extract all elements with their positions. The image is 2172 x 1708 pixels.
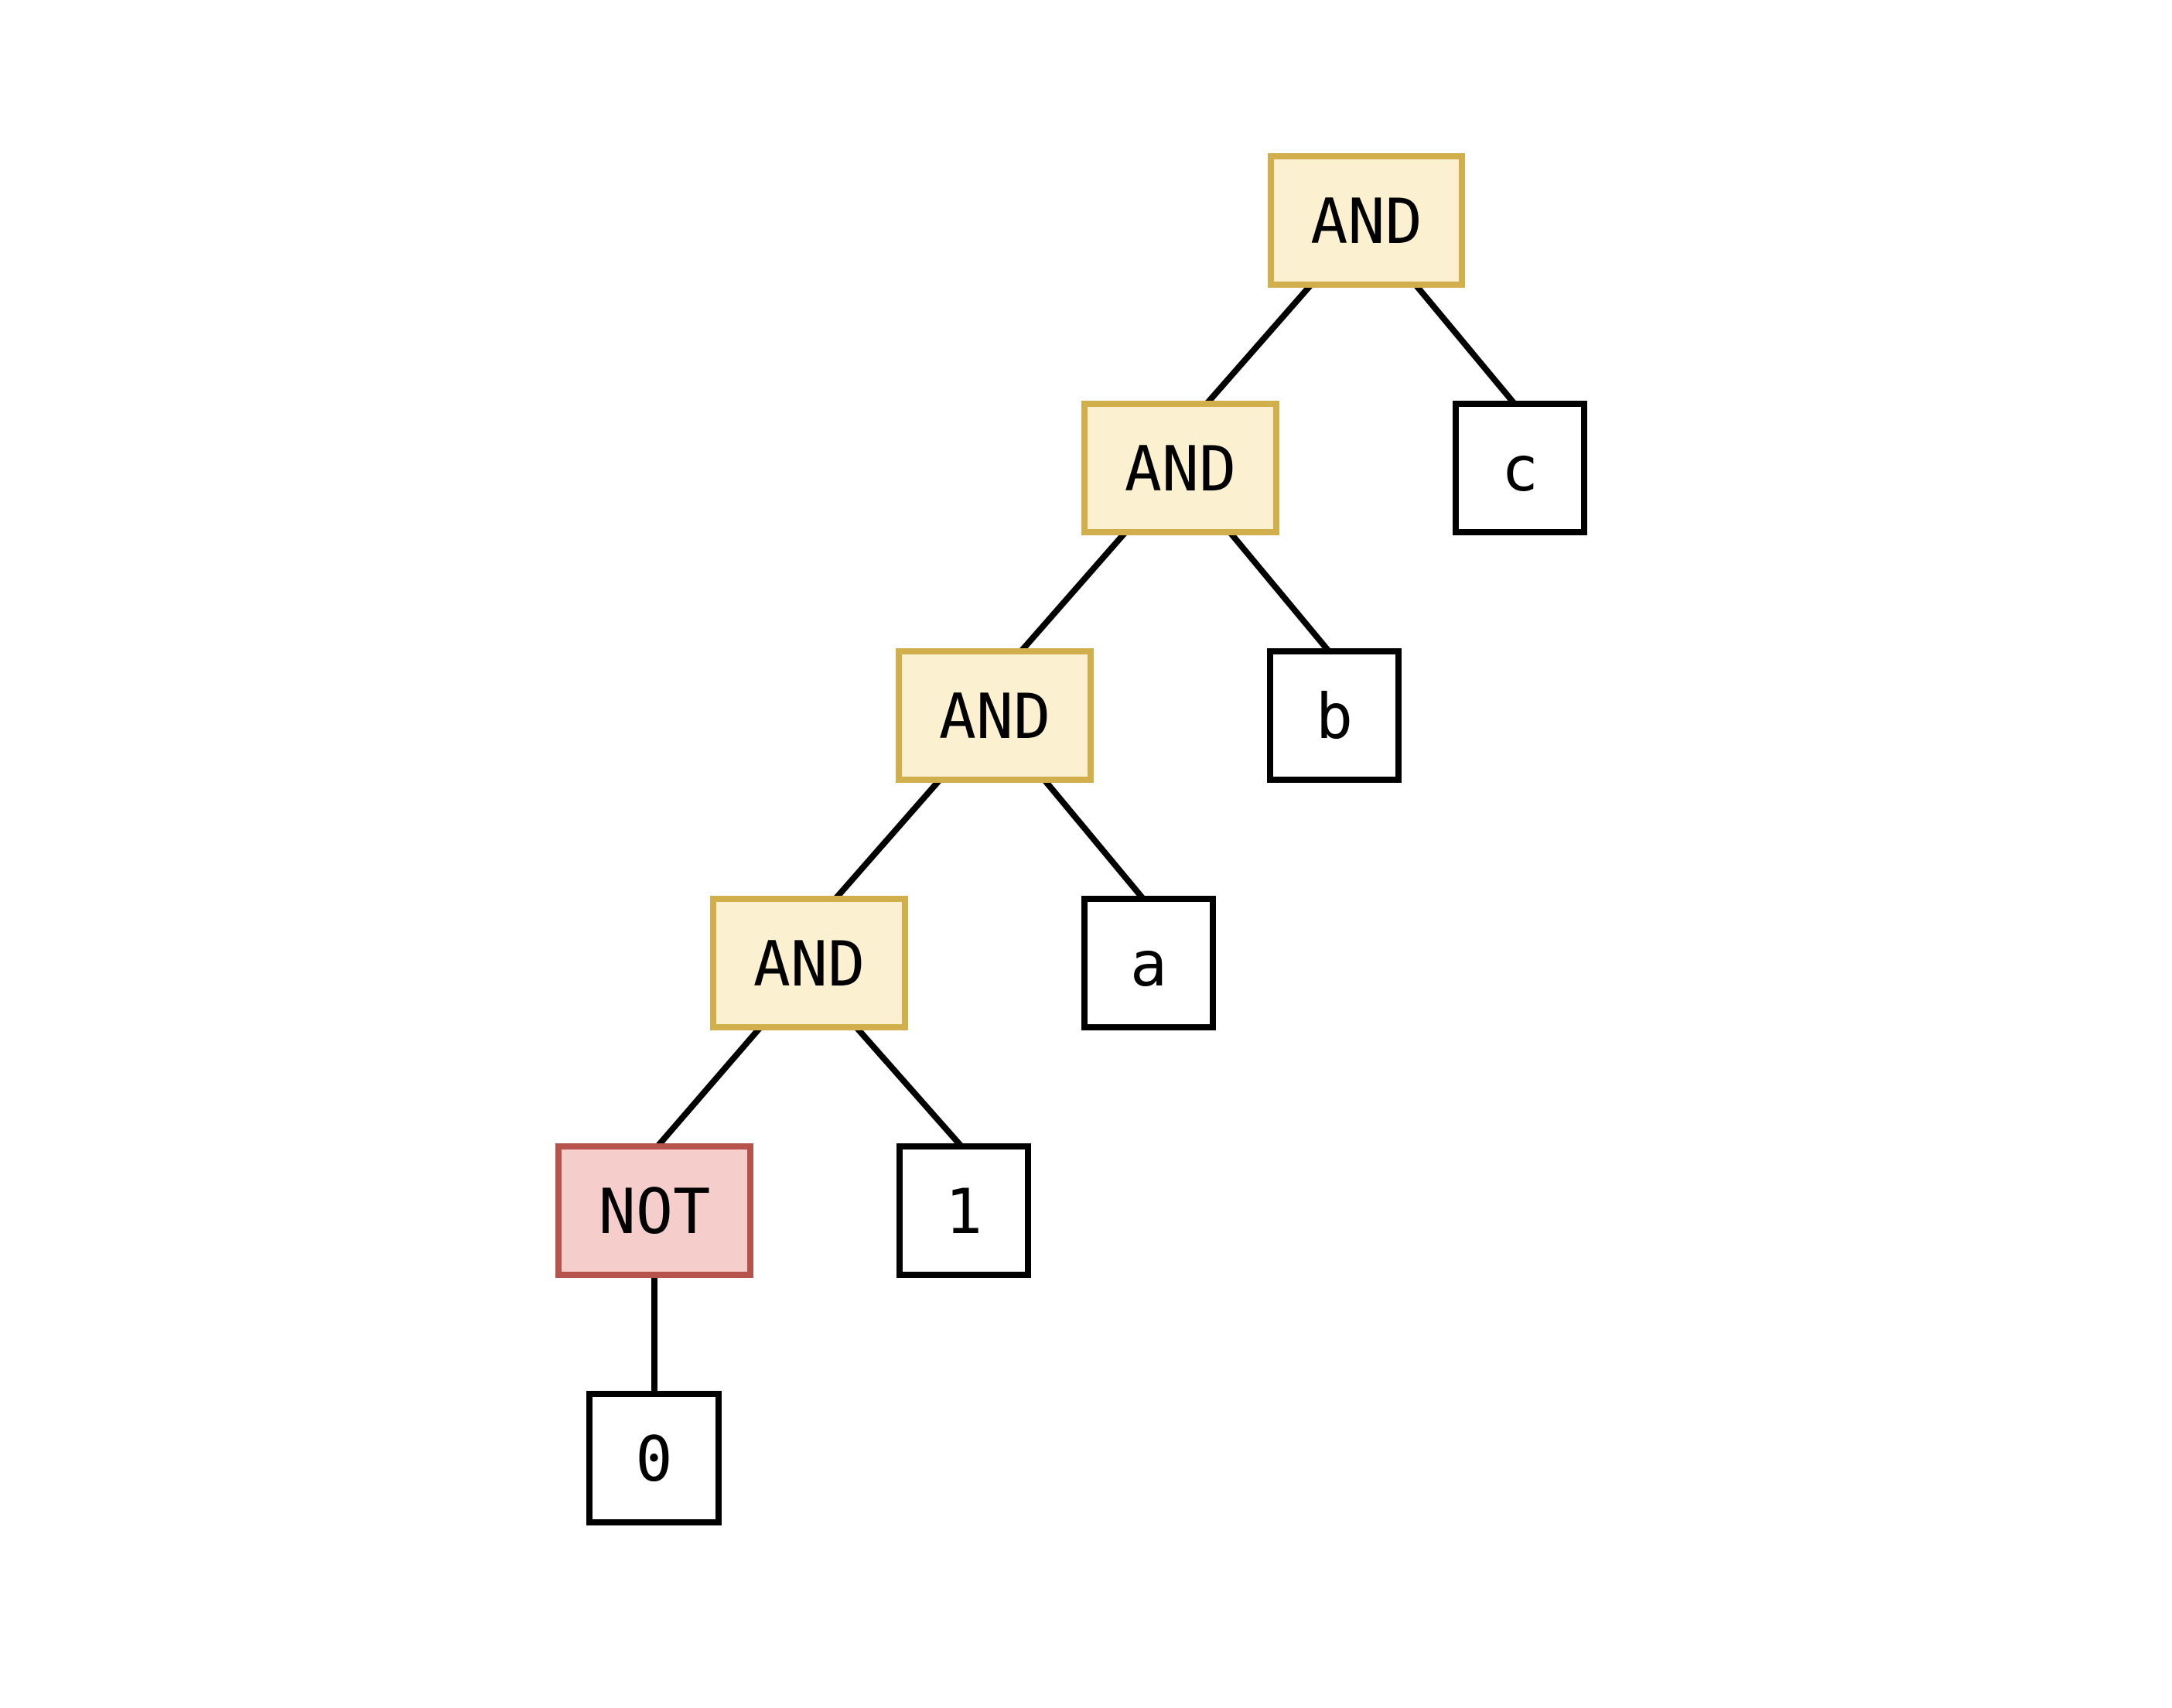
node-not-1: NOT	[555, 1143, 753, 1278]
node-leaf-1: 1	[896, 1143, 1031, 1278]
not-node-box	[555, 1143, 753, 1278]
and-node-box	[896, 648, 1094, 783]
node-leaf-b: b	[1267, 648, 1402, 783]
and-node-box	[1268, 153, 1465, 288]
node-and-2: AND	[1081, 401, 1279, 535]
node-and-root: AND	[1268, 153, 1465, 288]
node-leaf-a: a	[1081, 896, 1216, 1030]
node-and-3: AND	[896, 648, 1094, 783]
leaf-node-box	[1453, 401, 1587, 535]
node-leaf-0: 0	[586, 1391, 722, 1525]
edge-and-3-and-4	[832, 777, 943, 901]
node-label-and-4: AND	[753, 928, 866, 1000]
leaf-node-box	[1267, 648, 1402, 783]
node-label-leaf-1: 1	[945, 1176, 982, 1248]
node-label-and-2: AND	[1125, 433, 1237, 505]
node-label-leaf-c: c	[1501, 433, 1538, 505]
leaf-node-box	[586, 1391, 722, 1525]
and-node-box	[710, 896, 908, 1030]
node-label-leaf-b: b	[1316, 681, 1353, 753]
node-label-and-3: AND	[939, 681, 1051, 753]
node-label-leaf-0: 0	[635, 1423, 672, 1495]
edge-and-root-leaf-c	[1412, 282, 1518, 406]
edge-and-2-leaf-b	[1227, 530, 1332, 654]
and-node-box	[1081, 401, 1279, 535]
node-and-4: AND	[710, 896, 908, 1030]
node-leaf-c: c	[1453, 401, 1587, 535]
edge-and-4-not-1	[654, 1025, 763, 1149]
node-label-not-1: NOT	[599, 1176, 711, 1248]
edges-layer	[651, 282, 1518, 1394]
edge-and-4-leaf-1	[854, 1025, 964, 1149]
edge-and-root-and-2	[1204, 282, 1314, 406]
node-label-and-root: AND	[1310, 186, 1422, 258]
edge-and-2-and-3	[1018, 530, 1129, 654]
edge-and-3-leaf-a	[1041, 777, 1146, 901]
leaf-node-box	[896, 1143, 1031, 1278]
leaf-node-box	[1081, 896, 1216, 1030]
node-label-leaf-a: a	[1130, 928, 1167, 1000]
